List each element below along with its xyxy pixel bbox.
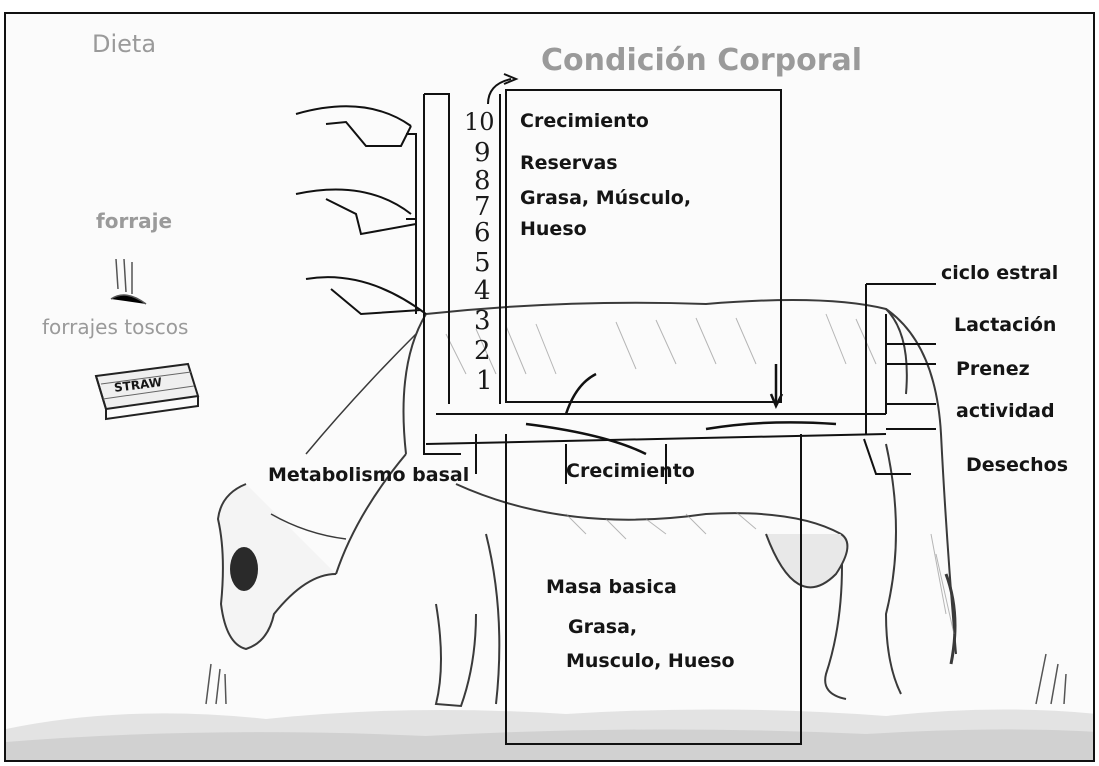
box-tissues-label: Grasa, Músculo, — [520, 189, 691, 208]
scale-2: 2 — [474, 338, 491, 364]
base-mass-label: Masa basica — [546, 578, 677, 597]
output-estrus: ciclo estral — [941, 264, 1058, 283]
growth-label: Crecimiento — [566, 462, 695, 481]
scale-3: 3 — [474, 308, 491, 334]
basal-metabolism-label: Metabolismo basal — [268, 466, 469, 485]
box-bone-label: Hueso — [520, 220, 587, 239]
scale-8: 8 — [474, 168, 491, 194]
scale-1: 1 — [476, 368, 493, 394]
base-mass-fat-label: Grasa, — [568, 618, 637, 637]
straw-bale — [96, 364, 198, 419]
scale-7: 7 — [474, 194, 491, 220]
box-reserves-label: Reservas — [520, 154, 618, 173]
box-growth-label: Crecimiento — [520, 112, 649, 131]
cow-sketch — [218, 300, 956, 706]
output-waste: Desechos — [966, 456, 1068, 475]
diagram-title: Condición Corporal — [541, 46, 862, 76]
output-activity: actividad — [956, 402, 1055, 421]
diet-arrows — [296, 94, 449, 444]
scale-4: 4 — [474, 278, 491, 304]
output-pregnancy: Prenez — [956, 360, 1030, 379]
scale-10: 10 — [464, 110, 495, 134]
base-mass-muscle-bone-label: Musculo, Hueso — [566, 652, 735, 671]
ground — [6, 709, 1095, 762]
coarse-forage-label: forrajes toscos — [42, 317, 188, 337]
forage-label: forraje — [96, 211, 172, 231]
diet-label: Dieta — [92, 32, 156, 56]
reserves-box — [506, 90, 781, 402]
output-lactation: Lactación — [954, 316, 1056, 335]
scale-9: 9 — [474, 140, 491, 166]
scale-6: 6 — [474, 220, 491, 246]
diagram-frame: Dieta Condición Corporal forraje forraje… — [4, 12, 1095, 762]
scale-5: 5 — [474, 250, 491, 276]
